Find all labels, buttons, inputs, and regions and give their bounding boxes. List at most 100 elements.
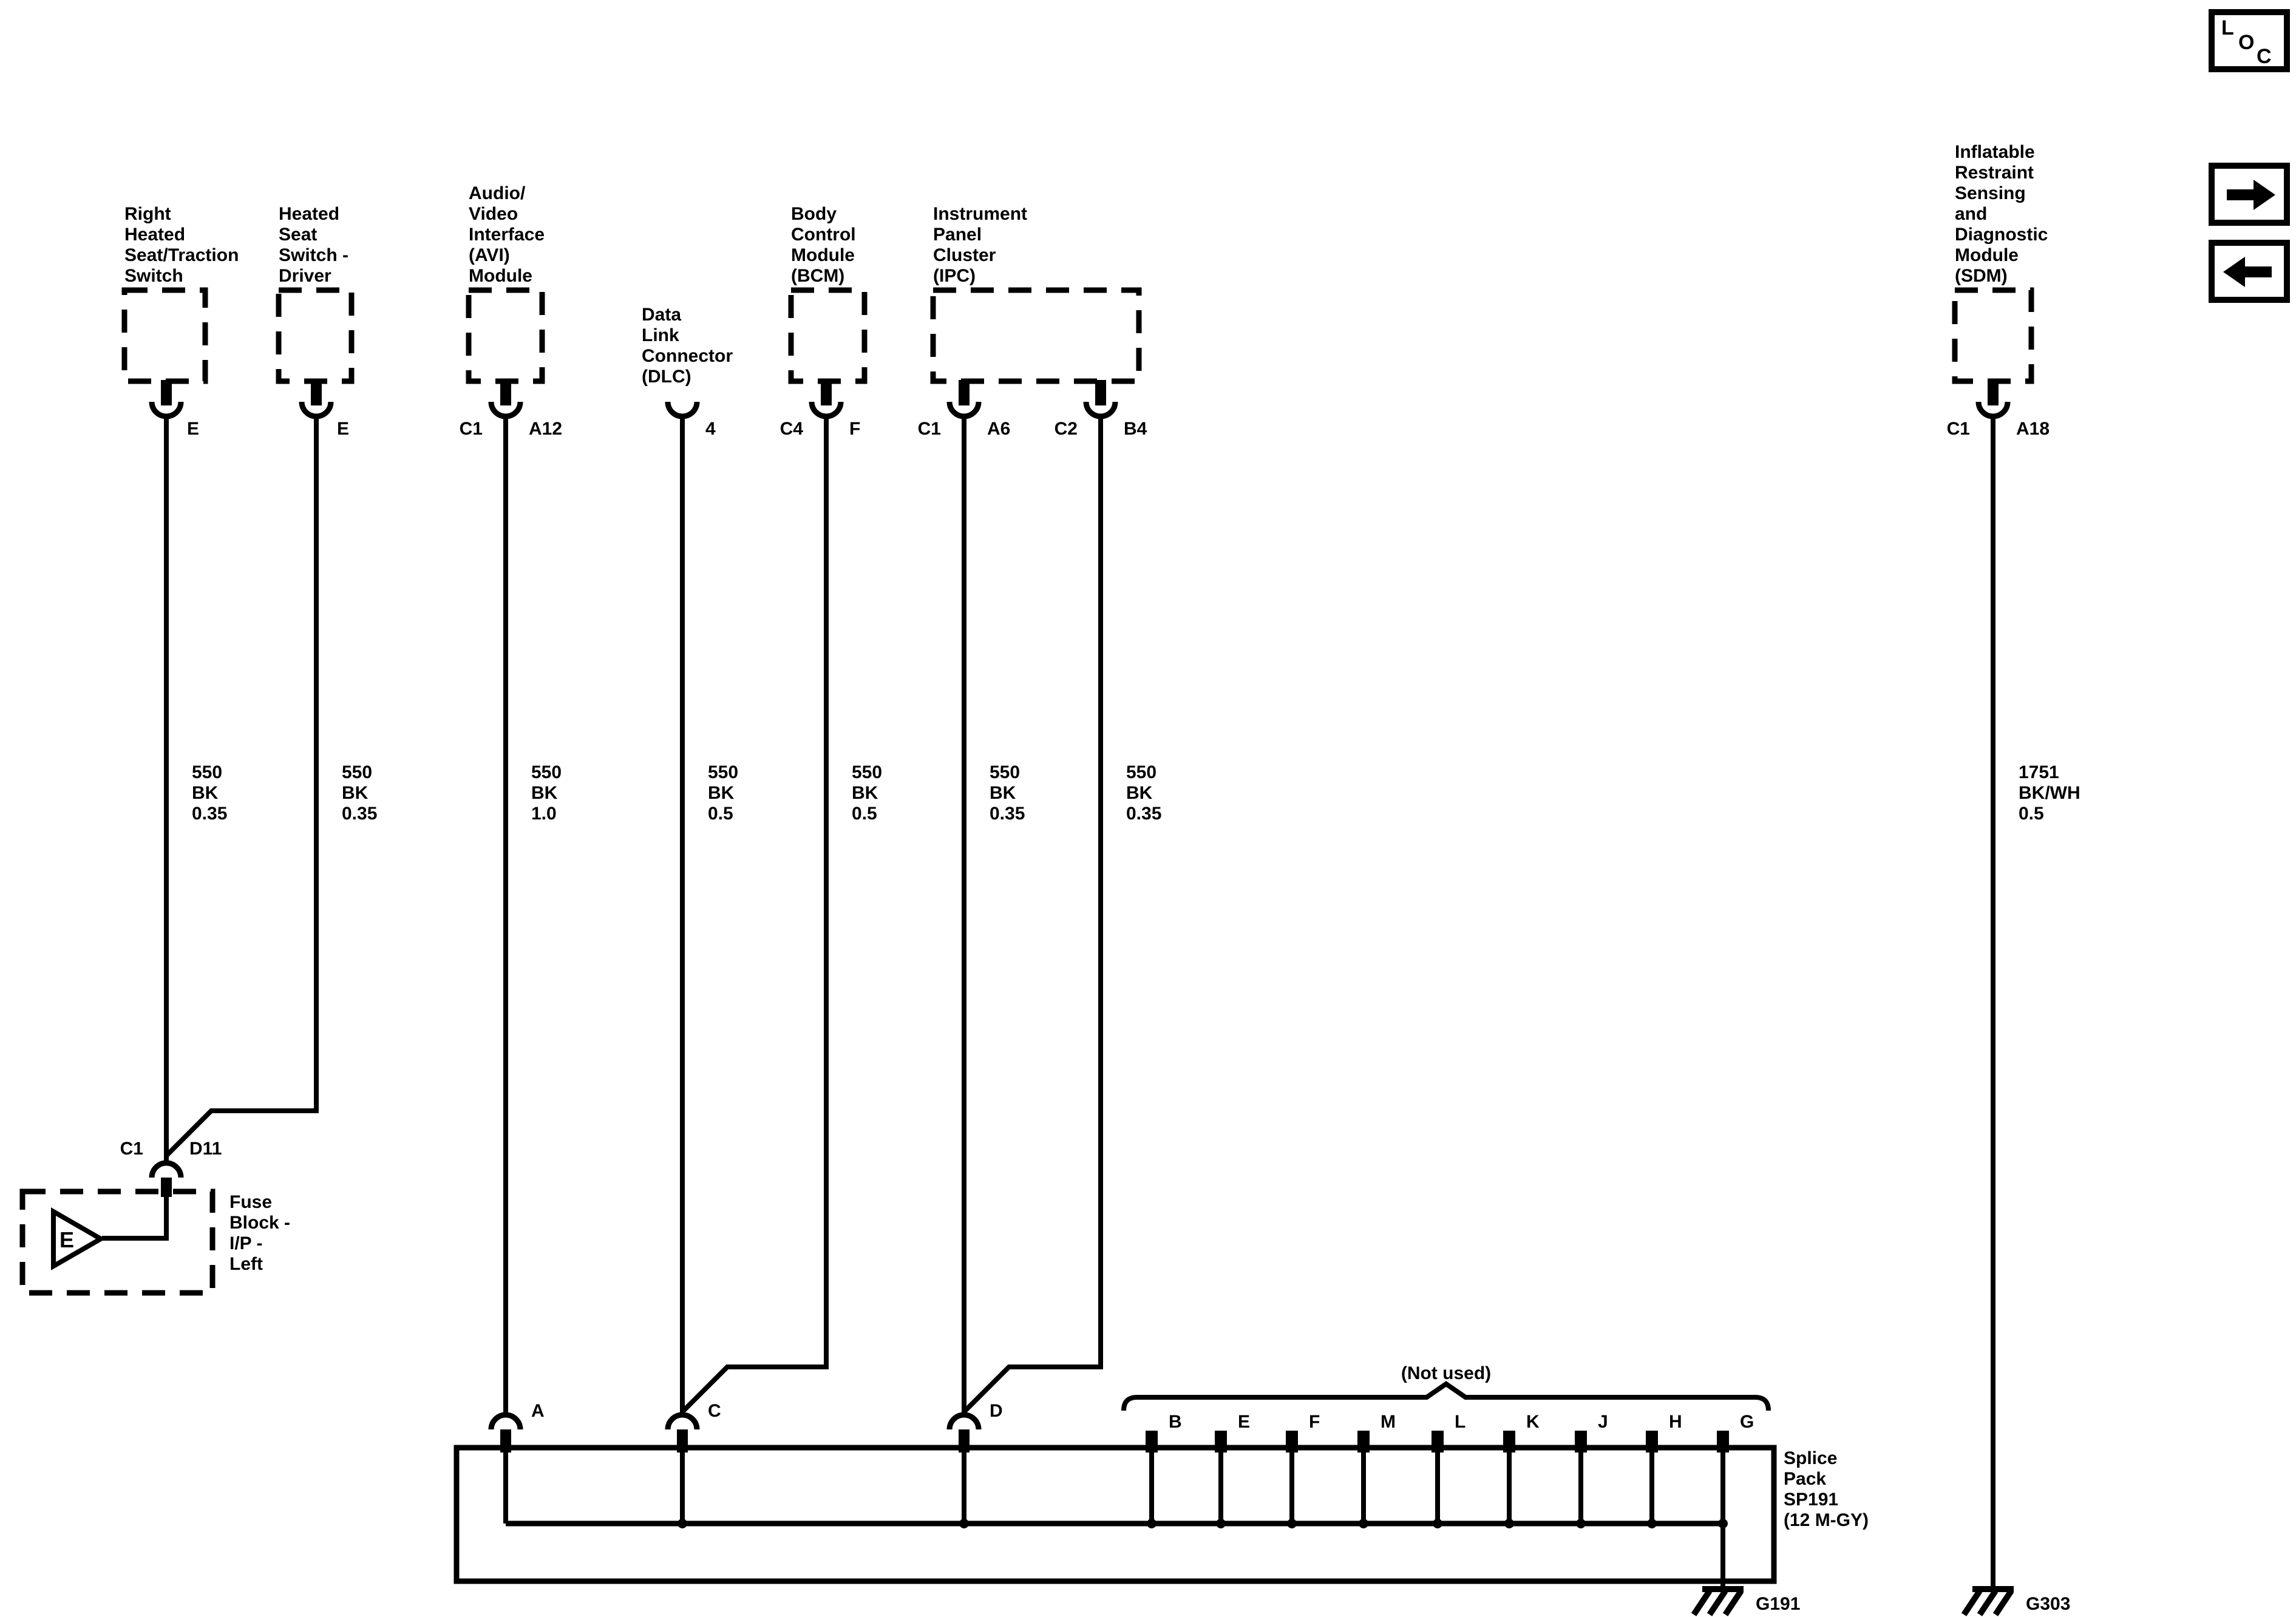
fuse-block-label: Fuse xyxy=(229,1192,272,1212)
ground-distribution-triangle-icon xyxy=(51,1207,106,1270)
component-heated-seat-switch-driver: Heated Seat Switch - Driver E xyxy=(276,204,355,439)
wire-label: 550 xyxy=(708,762,738,782)
component-sdm: Inflatable Restraint Sensing and Diagnos… xyxy=(1947,142,2050,439)
component-label: (BCM) xyxy=(791,266,844,286)
component-label: Restraint xyxy=(1955,163,2034,183)
wire-550-bk-ipc-c2 xyxy=(962,416,1103,1414)
cavity-label-c: C xyxy=(708,1401,721,1421)
cavity-label-j: J xyxy=(1598,1412,1608,1432)
component-label: and xyxy=(1955,204,1987,224)
connector-label: C1 xyxy=(918,419,941,439)
connector-cup-icon xyxy=(488,1412,523,1430)
component-label: Module xyxy=(1955,245,2019,265)
cavity-stub xyxy=(500,1429,511,1453)
component-bcm: Body Control Module (BCM) C4 F xyxy=(780,204,868,439)
component-label: Instrument xyxy=(933,204,1027,224)
connector-cup-icon xyxy=(488,401,523,419)
pin-label: A12 xyxy=(529,419,562,439)
wire-label: BK xyxy=(990,783,1016,803)
splice-pack-label: SP191 xyxy=(1784,1490,1838,1510)
connector-cup-icon xyxy=(946,1412,982,1430)
loc-letter-o: O xyxy=(2238,31,2254,54)
ground-icon xyxy=(1961,1586,2014,1616)
connector-cup-icon xyxy=(299,401,334,419)
wire-label: BK xyxy=(342,783,369,803)
component-label: Seat xyxy=(279,225,317,245)
component-label: Heated xyxy=(124,225,185,245)
ground-g191: G191 xyxy=(1691,1586,1800,1616)
cavity-stub xyxy=(677,1429,688,1453)
connector-pin-stub xyxy=(500,380,511,405)
wire-label: 550 xyxy=(1126,762,1156,782)
connector-label: C1 xyxy=(120,1139,143,1159)
component-label: Audio/ xyxy=(469,183,526,203)
component-box xyxy=(466,287,545,384)
wire-label: 0.5 xyxy=(708,804,733,824)
component-label: Driver xyxy=(279,266,331,286)
connector-pin-stub xyxy=(1095,380,1106,405)
component-label: Cluster xyxy=(933,245,996,265)
cavity-label-f: F xyxy=(1309,1412,1320,1432)
loc-button[interactable]: L O C xyxy=(2209,9,2290,72)
fuse-block-symbol-letter: E xyxy=(59,1227,74,1252)
connector-cup-icon xyxy=(1083,401,1118,419)
connector-cup-icon xyxy=(946,401,982,419)
component-label: Module xyxy=(791,245,855,265)
splice-bus-junction-dots xyxy=(678,1519,1728,1528)
connector-label: C2 xyxy=(1055,419,1078,439)
connector-cup-icon xyxy=(149,401,184,419)
wire-label: BK xyxy=(531,783,558,803)
wire-label: 0.5 xyxy=(2019,804,2044,824)
loc-letter-c: C xyxy=(2257,45,2272,68)
wire-labels: 550 BK 0.35 550 BK 0.35 550 BK 1.0 550 B… xyxy=(192,762,2080,824)
connector-pin-stub xyxy=(311,380,322,405)
component-right-heated-seat-traction-switch: Right Heated Seat/Traction Switch E xyxy=(121,204,239,439)
wire-label: 1.0 xyxy=(531,804,557,824)
pin-label: A6 xyxy=(987,419,1010,439)
wire-550-bk-driver-seat-switch xyxy=(165,416,319,1158)
fuse-block-label: Left xyxy=(229,1254,263,1274)
pin-label: 4 xyxy=(705,419,716,439)
wire-label: 550 xyxy=(531,762,562,782)
component-avi-module: Audio/ Video Interface (AVI) Module C1 A… xyxy=(460,183,562,439)
back-button[interactable] xyxy=(2209,240,2290,303)
component-box xyxy=(1952,287,2034,384)
connector-cup-icon xyxy=(809,401,844,419)
connector-cup-icon xyxy=(149,1160,184,1178)
component-label: Link xyxy=(642,325,679,345)
component-label: Panel xyxy=(933,225,982,245)
wire-label: 1751 xyxy=(2019,762,2059,782)
loc-button-frame[interactable] xyxy=(2209,9,2290,72)
wire-label: 0.35 xyxy=(1126,804,1161,824)
connector-pin-stub xyxy=(959,380,970,405)
wire-label: 0.35 xyxy=(342,804,377,824)
pin-label: D11 xyxy=(189,1139,222,1159)
component-label: Video xyxy=(469,204,518,224)
component-label: Data xyxy=(642,305,681,325)
connector-label: C1 xyxy=(460,419,483,439)
not-used-note: (Not used) xyxy=(1401,1363,1491,1383)
wire-label: 0.35 xyxy=(990,804,1025,824)
wire-550-bk-bcm xyxy=(681,416,829,1414)
ground-g303: G303 xyxy=(1961,1586,2070,1616)
wire-label: BK xyxy=(1126,783,1153,803)
wire-label: 550 xyxy=(852,762,882,782)
component-label: (DLC) xyxy=(642,367,691,387)
wire-label: BK/WH xyxy=(2019,783,2080,803)
cavity-stub xyxy=(959,1429,970,1453)
cavity-label-m: M xyxy=(1381,1412,1396,1432)
pin-label: E xyxy=(337,419,349,439)
left-arrow-icon xyxy=(2223,257,2272,287)
ground-icon xyxy=(1691,1586,1744,1616)
fuse-block-internal-wire xyxy=(102,1197,169,1241)
wire-label: 0.5 xyxy=(852,804,877,824)
component-label: Heated xyxy=(279,204,339,224)
component-label: Connector xyxy=(642,346,733,366)
splice-pack-label: Pack xyxy=(1784,1469,1826,1489)
component-label: Body xyxy=(791,204,837,224)
component-label: (AVI) xyxy=(469,245,510,265)
forward-button[interactable] xyxy=(2209,163,2290,226)
not-used-brace xyxy=(1121,1381,1771,1411)
component-ipc: Instrument Panel Cluster (IPC) C1 A6 C2 … xyxy=(918,204,1147,439)
cavity-label-h: H xyxy=(1669,1412,1682,1432)
